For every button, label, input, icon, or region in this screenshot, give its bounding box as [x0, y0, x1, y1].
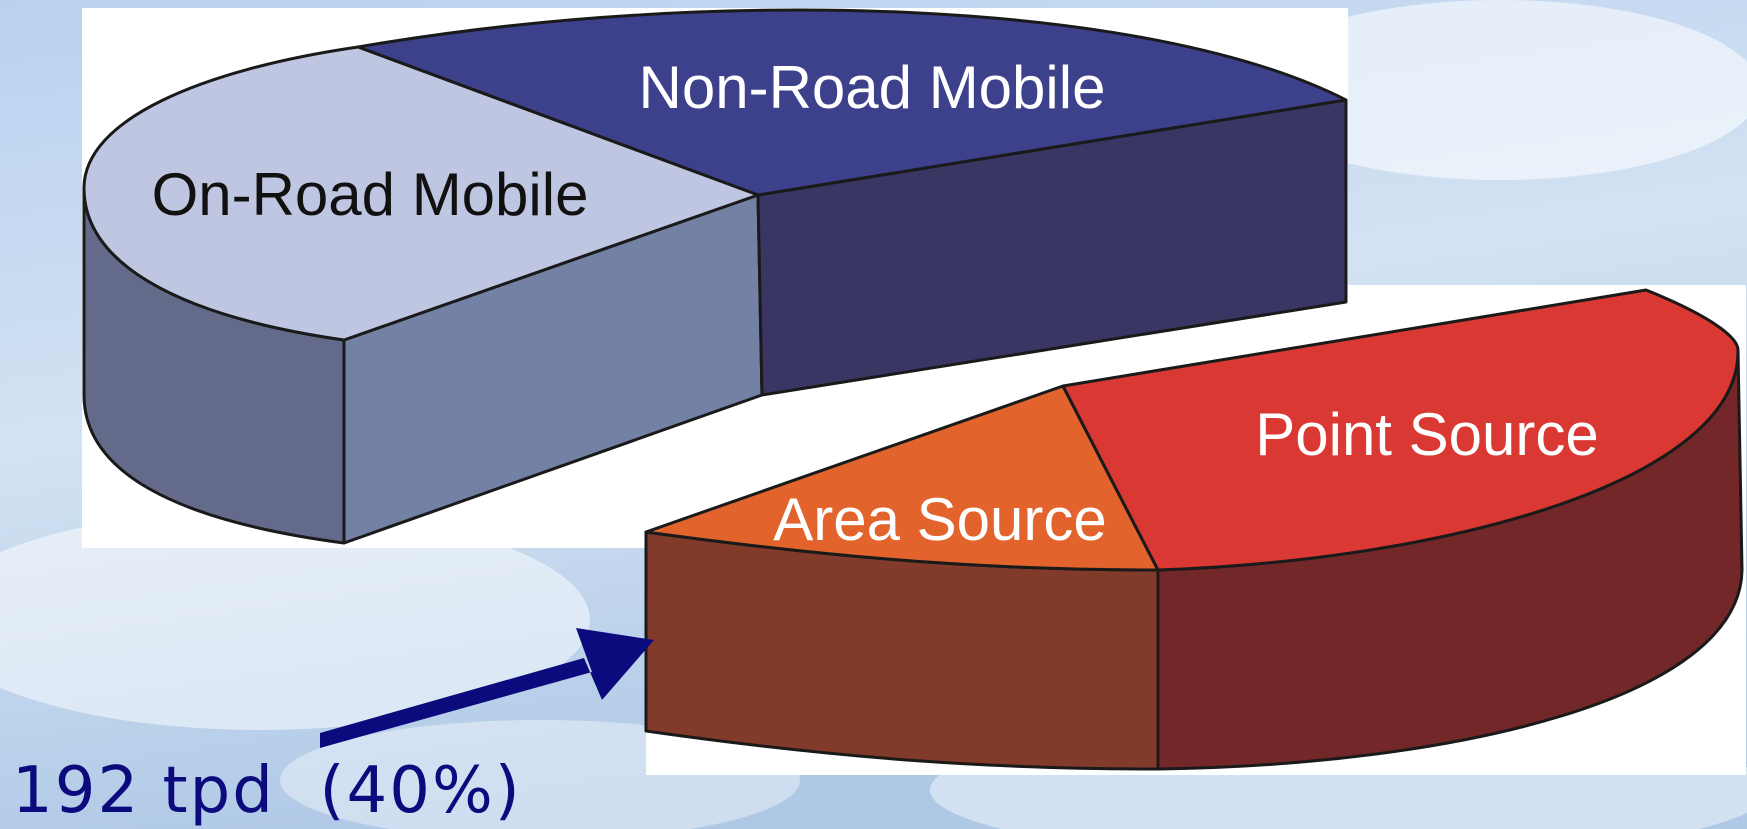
pie-stationary: [644, 288, 1744, 771]
cloud: [0, 510, 590, 730]
pie-slice-top-on-road: [82, 45, 760, 342]
slice-label-on-road: On-Road Mobile: [152, 161, 589, 228]
slice-label-area: Area Source: [773, 486, 1107, 553]
cloud: [1240, 0, 1747, 180]
slice-label-non-road: Non-Road Mobile: [639, 54, 1106, 121]
annotation-label: 192 tpd (40%): [12, 754, 522, 828]
pie-mobile: [82, 8, 1348, 545]
slice-label-point: Point Source: [1255, 401, 1599, 468]
annotation-arrow: [320, 628, 654, 748]
pie-slice-top-area: [644, 384, 1160, 572]
pie-slice-top-non-road: [356, 8, 1348, 197]
pie-slice-top-point: [1061, 288, 1740, 572]
